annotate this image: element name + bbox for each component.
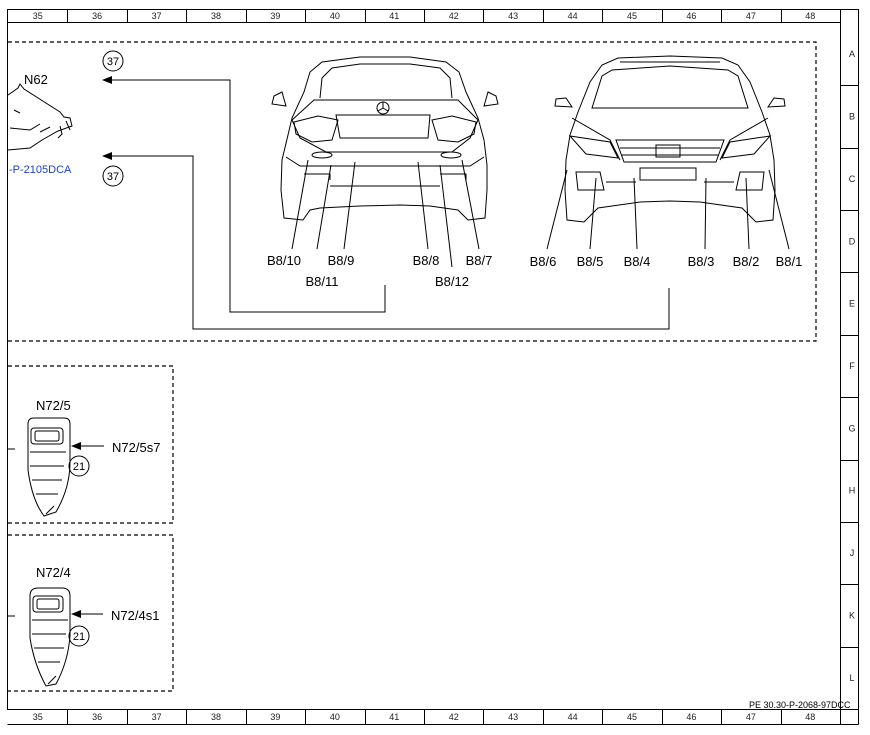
n72-5s7-label: N72/5s7 (112, 440, 160, 455)
sensor-b8-8: B8/8 (413, 253, 440, 268)
control-unit-n62-icon (7, 83, 73, 151)
ref-circle-n72-5 (68, 455, 90, 477)
n72-4s1-label: N72/4s1 (111, 608, 159, 623)
sensor-b8-4: B8/4 (624, 254, 651, 269)
grid-column-label: 48 (805, 11, 815, 21)
sensor-b8-12: B8/12 (435, 274, 469, 289)
n62-label: N62 (24, 72, 48, 87)
sensor-b8-2: B8/2 (733, 254, 760, 269)
grid-column-label: 42 (449, 712, 459, 722)
grid-row-label: H (849, 486, 856, 496)
grid-row-label: L (849, 673, 854, 683)
sensor-b8-5: B8/5 (577, 254, 604, 269)
rear-sensor-connection-line (102, 76, 386, 313)
grid-column-label: 36 (92, 11, 102, 21)
car-front-view-icon (554, 55, 786, 223)
panel-n72-4: N72/4 N72/4s1 21 (8, 534, 174, 692)
door-switch-panel-n72-5-icon (27, 417, 71, 517)
grid-column-label: 44 (568, 11, 578, 21)
grid-column-label: 41 (389, 11, 399, 21)
sensor-b8-7: B8/7 (466, 253, 493, 268)
grid-column-label: 41 (389, 712, 399, 722)
n72-5-title: N72/5 (36, 398, 71, 413)
grid-row-label: F (849, 361, 855, 371)
ref-n72-4-text: 21 (73, 631, 85, 643)
grid-column-label: 46 (686, 11, 696, 21)
sensor-b8-6: B8/6 (530, 254, 557, 269)
document-code: PE 30.30-P-2068-97DCC (749, 700, 851, 710)
grid-row-label: D (849, 236, 856, 246)
top-section: N62 -P-2105DCA 37 37 (7, 41, 817, 342)
grid-column-label: 36 (92, 712, 102, 722)
grid-column-label: 48 (805, 712, 815, 722)
grid-column-label: 35 (33, 11, 43, 21)
grid-row-label: G (848, 423, 855, 433)
grid-row-label: K (849, 610, 855, 620)
grid-column-label: 43 (508, 11, 518, 21)
panel-n72-5: N72/5 N72/5s7 21 (8, 365, 174, 524)
grid-column-label: 37 (152, 11, 162, 21)
ref-circle-lower (102, 165, 124, 187)
grid-row-labels: A B C D E F G H J K L (848, 49, 855, 683)
sensor-b8-1: B8/1 (776, 254, 803, 269)
grid-column-labels-top: 35 36 37 38 39 40 41 42 43 44 45 46 47 48 (33, 11, 816, 21)
ref-n72-5-text: 21 (73, 461, 85, 473)
grid-column-label: 39 (270, 11, 280, 21)
rear-sensor-leaders (291, 159, 480, 268)
front-sensor-leaders (546, 169, 790, 250)
grid-column-label: 38 (211, 712, 221, 722)
grid-column-label: 44 (568, 712, 578, 722)
grid-ticks (67, 9, 859, 725)
grid-row-label: C (849, 174, 856, 184)
ref-circle-upper (102, 50, 124, 72)
grid-row-label: E (849, 299, 855, 309)
grid-column-label: 38 (211, 11, 221, 21)
ref-circle-n72-4 (68, 625, 90, 647)
grid-column-label: 45 (627, 11, 637, 21)
grid-column-label: 39 (270, 712, 280, 722)
grid-column-label: 43 (508, 712, 518, 722)
ref-lower-text: 37 (107, 171, 119, 183)
grid-column-label: 40 (330, 11, 340, 21)
grid-row-label: J (850, 548, 855, 558)
sensor-b8-10: B8/10 (267, 253, 301, 268)
grid-column-label: 47 (746, 11, 756, 21)
front-sensor-connection-line (102, 152, 670, 330)
grid-column-label: 46 (686, 712, 696, 722)
grid-column-label: 40 (330, 712, 340, 722)
grid-column-label: 47 (746, 712, 756, 722)
grid-column-label: 45 (627, 712, 637, 722)
car-rear-view-icon (271, 56, 499, 221)
sensor-b8-3: B8/3 (688, 254, 715, 269)
n72-4-title: N72/4 (36, 565, 71, 580)
sensor-b8-9: B8/9 (328, 253, 355, 268)
n62-link[interactable]: -P-2105DCA (9, 164, 72, 176)
door-switch-panel-n72-4-icon (29, 587, 71, 687)
grid-row-label: B (849, 112, 855, 122)
sensor-b8-11: B8/11 (305, 274, 338, 289)
grid-column-label: 42 (449, 11, 459, 21)
grid-column-label: 35 (33, 712, 43, 722)
grid-column-label: 37 (152, 712, 162, 722)
grid-column-labels-bottom: 35 36 37 38 39 40 41 42 43 44 45 46 47 48 (33, 712, 816, 722)
grid-row-label: A (849, 49, 855, 59)
ref-upper-text: 37 (107, 56, 119, 68)
sheet-frame (7, 9, 859, 725)
